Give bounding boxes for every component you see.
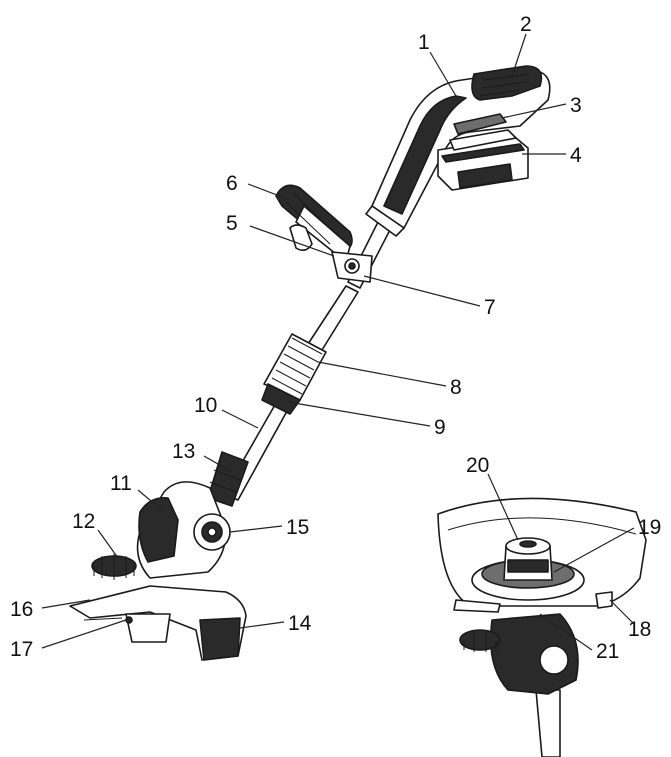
detail-spool-cap (519, 540, 537, 548)
handle-collar (365, 205, 405, 237)
callout-15: 15 (286, 516, 309, 539)
leader-13 (203, 455, 233, 473)
callout-16: 16 (10, 598, 33, 621)
callout-4: 4 (570, 144, 582, 167)
leader-3 (501, 103, 567, 119)
callout-20: 20 (466, 454, 489, 477)
leader-14 (239, 621, 285, 629)
leader-2 (511, 33, 527, 77)
callout-7: 7 (484, 296, 496, 319)
callout-11: 11 (110, 472, 132, 495)
leader-21 (539, 613, 593, 651)
callout-3: 3 (570, 94, 582, 117)
callout-2: 2 (520, 13, 532, 36)
detail-knob (459, 629, 501, 651)
callout-14: 14 (288, 612, 312, 635)
callout-12: 12 (72, 510, 95, 533)
callout-9: 9 (434, 416, 446, 439)
trigger (453, 113, 507, 135)
middle-shaft (307, 285, 359, 351)
leader-16 (41, 599, 91, 609)
leader-8 (317, 361, 447, 387)
battery-pack (437, 129, 529, 191)
callout-13: 13 (172, 440, 195, 463)
adjustment-collar (261, 333, 327, 415)
collar-ring (261, 383, 301, 415)
callout-19: 19 (638, 516, 661, 539)
callout-18: 18 (628, 618, 651, 641)
callout-21: 21 (596, 640, 619, 663)
callout-1: 1 (418, 31, 430, 54)
leader-19 (553, 527, 635, 573)
leader-10 (221, 409, 259, 429)
callout-8: 8 (450, 376, 462, 399)
callout-10: 10 (194, 394, 217, 417)
leader-7 (363, 275, 481, 307)
auxiliary-handle (275, 184, 373, 283)
callout-17: 17 (10, 638, 33, 661)
trimmer-illustration (69, 65, 551, 661)
main-handle (365, 65, 551, 237)
leader-5 (249, 225, 335, 257)
leader-20 (487, 473, 519, 541)
motor-housing (138, 496, 179, 563)
leader-12 (97, 529, 119, 559)
leader-15 (229, 525, 283, 533)
spool-detail-illustration (437, 497, 647, 757)
leader-9 (287, 401, 431, 427)
leader-18 (609, 599, 635, 625)
rear-grip (383, 95, 467, 215)
leader-6 (247, 183, 291, 201)
spool (125, 613, 171, 643)
leader-17 (41, 619, 127, 649)
callout-numbers: 1 2 3 4 5 6 7 8 9 10 11 12 13 14 15 16 1… (10, 13, 661, 663)
callout-5: 5 (226, 212, 238, 235)
leader-1 (429, 51, 457, 97)
handle-knob (289, 224, 313, 252)
guard-edge (199, 617, 241, 661)
detail-shaft (535, 689, 561, 757)
trimmer-head (69, 451, 249, 661)
callout-6: 6 (226, 172, 238, 195)
leader-11 (137, 489, 165, 513)
leader-lines (41, 33, 635, 651)
